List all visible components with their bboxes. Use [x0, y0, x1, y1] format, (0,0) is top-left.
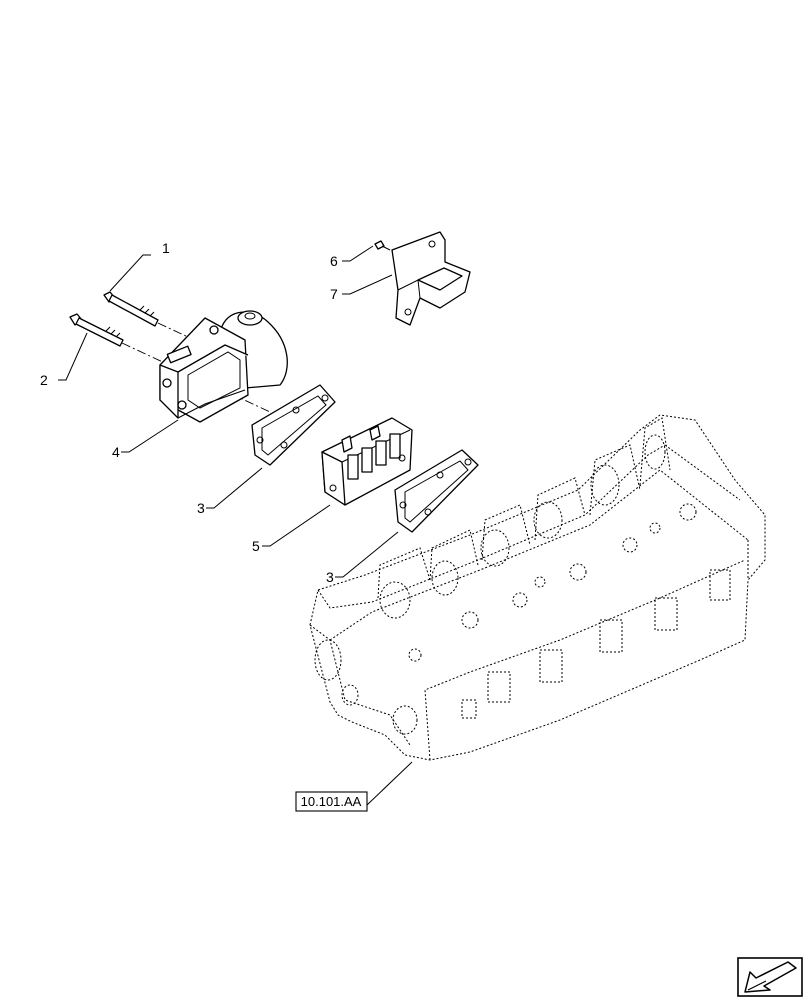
heater-element-item-5 — [321, 417, 413, 506]
callout-2: 2 — [40, 372, 48, 388]
callout-1: 1 — [162, 240, 170, 256]
callout-5: 5 — [252, 538, 260, 554]
intake-housing-item-4 — [159, 310, 288, 423]
bolt-1-axis — [157, 322, 206, 346]
callout-4: 4 — [112, 444, 120, 460]
bolt-item-2 — [69, 313, 124, 347]
cylinder-head-ghost — [309, 414, 766, 761]
gasket-item-3-lower — [394, 449, 479, 533]
callout-3-lower: 3 — [326, 569, 334, 585]
reference-label: 10.101.AA — [301, 794, 362, 809]
callout-3-upper: 3 — [197, 500, 205, 516]
bracket-item-7 — [391, 231, 471, 326]
reference-box[interactable]: 10.101.AA — [295, 791, 368, 812]
bolt-item-1 — [103, 291, 159, 327]
gasket-item-3-upper — [251, 384, 336, 466]
callout-7: 7 — [330, 286, 338, 302]
screw-item-6 — [374, 240, 391, 251]
leader-lines — [58, 245, 413, 806]
callout-6: 6 — [330, 253, 338, 269]
next-page-arrow-icon[interactable] — [737, 957, 803, 997]
